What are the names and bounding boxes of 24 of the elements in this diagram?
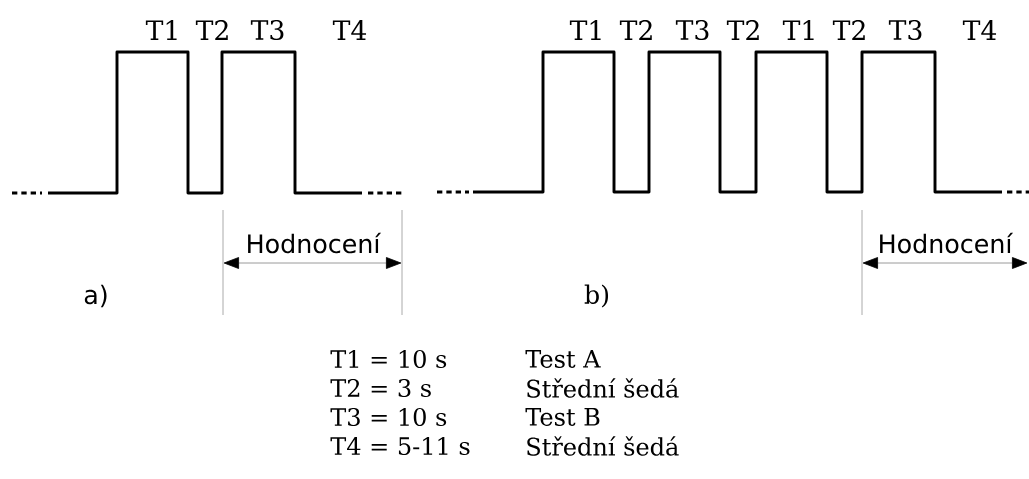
panel-label: a) — [84, 284, 107, 308]
pulse-label: T3 — [250, 19, 284, 41]
pulse-label: T4 — [962, 20, 997, 40]
table-cell: T4 = 5-11 s — [330, 436, 470, 456]
table-cell: T1 = 10 s — [330, 349, 447, 369]
table-cell: Střední šedá — [527, 436, 679, 456]
pulse-label: T1 — [782, 20, 814, 40]
pulse-label: T4 — [332, 20, 367, 40]
pulse-label: T2 — [726, 20, 759, 40]
pulse-label: T3 — [675, 19, 709, 41]
table-cell: T2 = 3 s — [330, 378, 431, 398]
table-cell: Test A — [525, 350, 601, 368]
panel-label: b) — [584, 284, 609, 308]
table-cell: Test B — [525, 408, 600, 426]
pulse-label: T2 — [619, 20, 652, 40]
pulse-label: T2 — [195, 20, 228, 40]
pulse-label: T1 — [145, 20, 177, 40]
table-cell: T3 = 10 s — [330, 407, 447, 427]
dimension-label: Hodnocení — [248, 232, 382, 254]
pulse-label: T3 — [888, 19, 922, 41]
pulse-label: T1 — [569, 20, 601, 40]
dimension-label: Hodnocení — [880, 232, 1014, 254]
table-cell: Střední šedá — [527, 378, 679, 398]
pulse-label: T2 — [832, 20, 865, 40]
